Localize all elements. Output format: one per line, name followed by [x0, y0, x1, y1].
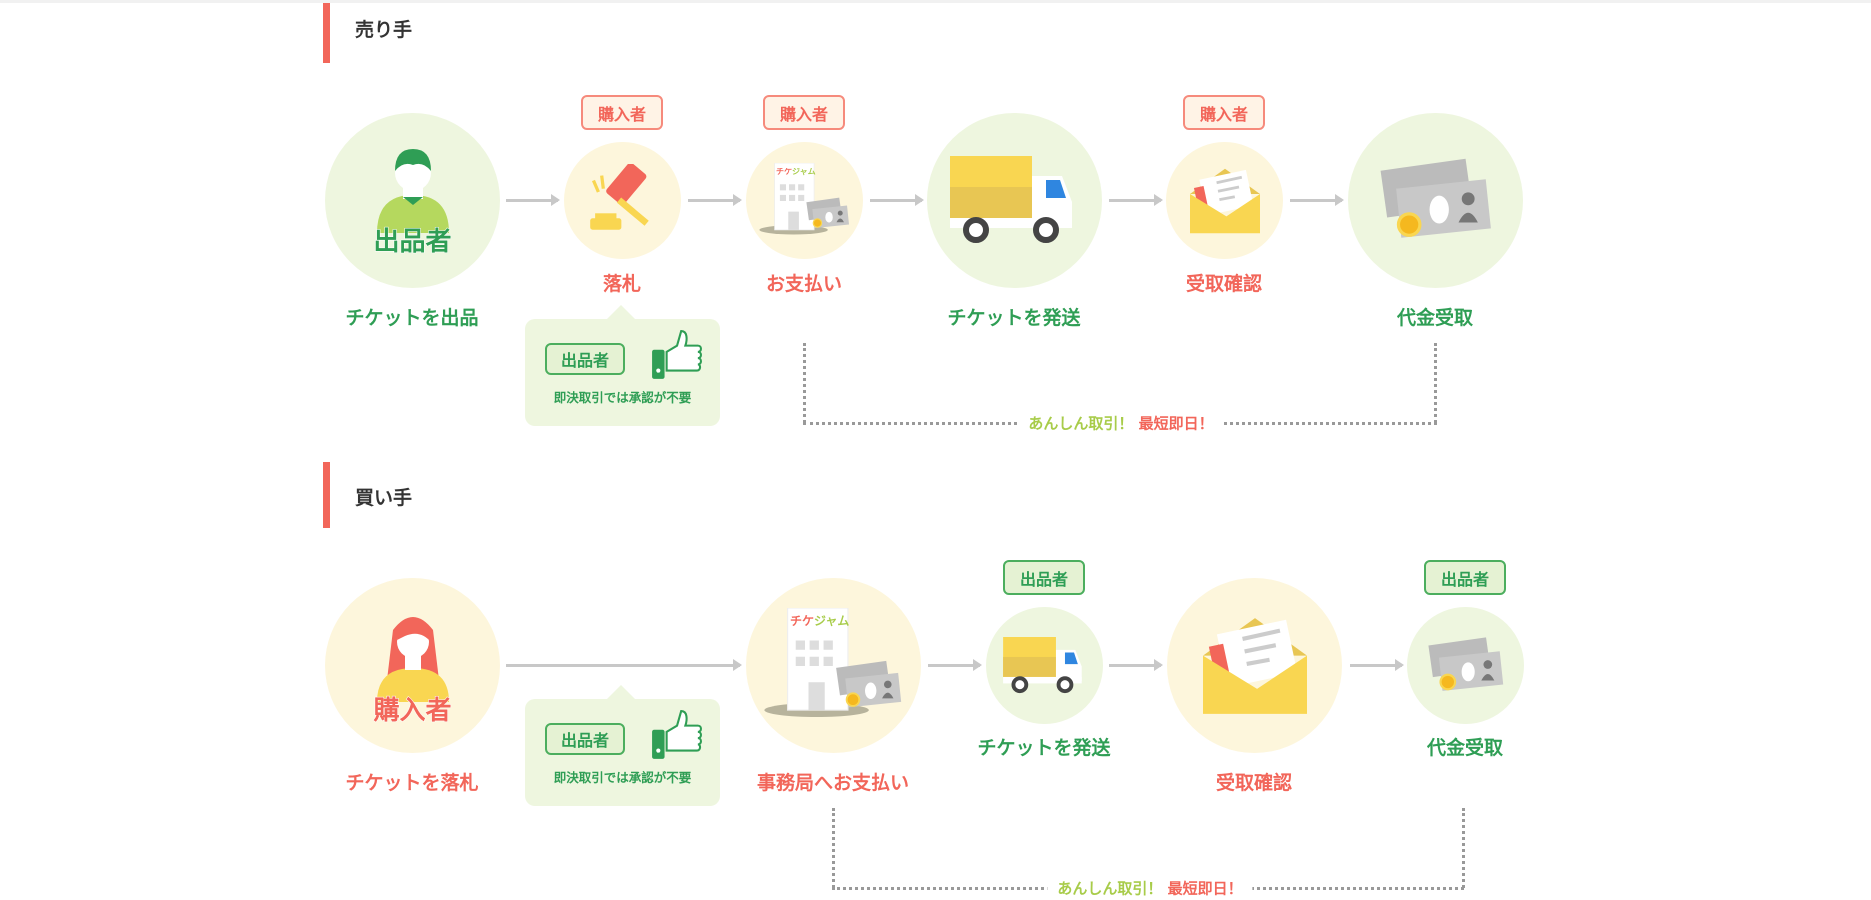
- safe-trade-text: あんしん取引！: [1028, 414, 1134, 433]
- thumbs-up-icon: [650, 709, 702, 761]
- arrow-icon: [1109, 659, 1163, 671]
- money-icon: [1377, 158, 1495, 244]
- step-label: チケットを出品: [345, 307, 479, 329]
- buyer-person-icon: [376, 617, 449, 702]
- truck-icon: [1003, 637, 1087, 695]
- arrow-icon: [928, 659, 982, 671]
- safe-trade-caption: あんしん取引！ 最短即日！: [1047, 877, 1253, 899]
- step-label: チケットを発送: [947, 307, 1081, 329]
- arrow-icon: [870, 194, 924, 206]
- instant-deal-tooltip: 出品者 即決取引では承認が不要: [525, 305, 720, 426]
- section-accent-bar: [323, 3, 330, 63]
- gavel-icon: [582, 164, 664, 238]
- seller-avatar-label: 出品者: [373, 227, 452, 258]
- dotted-connector: [1434, 343, 1437, 423]
- arrow-icon: [1350, 659, 1404, 671]
- safe-trade-caption: あんしん取引！ 最短即日！: [1018, 412, 1224, 434]
- role-badge: 出品者: [1003, 560, 1085, 595]
- building-sign: チケジャム: [776, 167, 816, 176]
- step-circle: [1407, 607, 1524, 724]
- seller-avatar-circle: 出品者: [325, 113, 500, 288]
- arrow-icon: [506, 659, 742, 671]
- step-circle: [564, 142, 681, 259]
- dotted-connector: [1462, 808, 1465, 888]
- buyer-avatar-label: 購入者: [373, 696, 452, 727]
- buyer-section-title: 買い手: [355, 487, 413, 509]
- arrow-icon: [1109, 194, 1163, 206]
- step-circle: [746, 142, 863, 259]
- step-label: 受取確認: [1215, 772, 1293, 794]
- arrow-icon: [1290, 194, 1344, 206]
- same-day-text: 最短即日！: [1138, 414, 1214, 433]
- step-label: お支払い: [765, 273, 843, 295]
- step-circle: [1167, 578, 1342, 753]
- step-circle: [986, 607, 1103, 724]
- step-label: 受取確認: [1185, 273, 1263, 295]
- dotted-connector: [803, 343, 806, 423]
- truck-icon: [950, 156, 1080, 246]
- tooltip-note: 即決取引では承認が不要: [553, 770, 692, 785]
- arrow-icon: [688, 194, 742, 206]
- role-badge: 購入者: [763, 95, 845, 130]
- tooltip-note: 即決取引では承認が不要: [553, 390, 692, 405]
- seller-person-icon: [376, 149, 449, 233]
- buyer-avatar-circle: 購入者: [325, 578, 500, 753]
- step-circle: [927, 113, 1102, 288]
- envelope-icon: [1192, 614, 1318, 718]
- thumbs-up-icon: [650, 329, 702, 381]
- seller-section-title: 売り手: [355, 19, 413, 41]
- step-label: チケットを落札: [345, 772, 479, 794]
- instant-deal-tooltip: 出品者 即決取引では承認が不要: [525, 685, 720, 806]
- step-label: チケットを発送: [977, 737, 1111, 759]
- step-circle: [746, 578, 921, 753]
- role-badge: 出品者: [545, 723, 625, 755]
- step-circle: [1166, 142, 1283, 259]
- dotted-connector: [832, 808, 835, 888]
- section-accent-bar: [323, 462, 330, 528]
- step-label: 事務局へお支払い: [756, 772, 910, 794]
- role-badge: 出品者: [1424, 560, 1506, 595]
- safe-trade-text: あんしん取引！: [1057, 879, 1163, 898]
- building-sign: チケジャム: [790, 614, 850, 628]
- step-label: 落札: [602, 273, 642, 295]
- step-circle: [1348, 113, 1523, 288]
- arrow-icon: [506, 194, 560, 206]
- role-badge: 出品者: [545, 343, 625, 375]
- same-day-text: 最短即日！: [1167, 879, 1243, 898]
- role-badge: 購入者: [1183, 95, 1265, 130]
- step-label: 代金受取: [1396, 307, 1474, 329]
- envelope-icon: [1183, 166, 1267, 236]
- step-label: 代金受取: [1426, 737, 1504, 759]
- money-icon: [1426, 636, 1506, 696]
- role-badge: 購入者: [581, 95, 663, 130]
